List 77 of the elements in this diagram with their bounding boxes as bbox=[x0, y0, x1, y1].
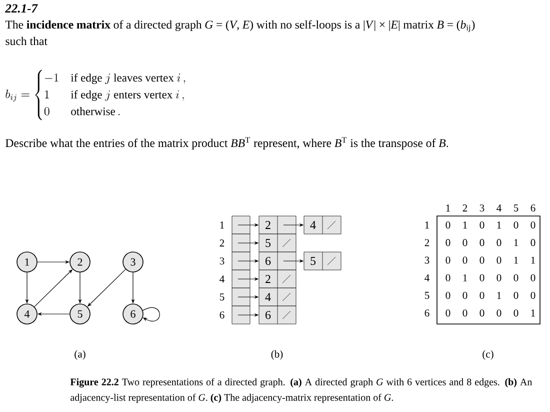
array-cell bbox=[232, 288, 250, 306]
matrix-cell: 0 bbox=[462, 309, 468, 317]
matrix-cell: 1 bbox=[514, 239, 518, 246]
matrix-cell: 0 bbox=[446, 309, 450, 317]
matrix-cell: 0 bbox=[446, 292, 450, 299]
subfigure-label: (b) bbox=[271, 350, 283, 360]
row-number: 2 bbox=[424, 239, 430, 246]
matrix-cell: 1 bbox=[497, 222, 501, 228]
matrix-cell: 0 bbox=[514, 221, 518, 229]
row-number: 5 bbox=[220, 294, 224, 300]
list-element: 6 bbox=[258, 306, 296, 324]
matrix-cell: 0 bbox=[530, 274, 536, 282]
matrix-cell: 0 bbox=[480, 292, 484, 299]
subfigure-label: (c) bbox=[482, 350, 494, 360]
column-number: 1 bbox=[446, 204, 450, 212]
row-number: 2 bbox=[220, 240, 224, 246]
matrix-cell: 1 bbox=[531, 256, 535, 264]
array-cell bbox=[232, 216, 250, 234]
matrix-cell: 0 bbox=[446, 221, 450, 229]
row-number: 3 bbox=[424, 256, 430, 264]
row-number: 5 bbox=[424, 292, 430, 299]
array-cell bbox=[232, 270, 250, 288]
matrix-cell: 0 bbox=[462, 256, 468, 264]
matrix-cell: 0 bbox=[496, 309, 502, 317]
matrix-cell: 0 bbox=[496, 274, 502, 282]
column-number: 6 bbox=[530, 204, 536, 212]
matrix-cell: 0 bbox=[514, 292, 518, 299]
matrix-cell: 0 bbox=[480, 221, 484, 229]
row-number: 3 bbox=[220, 257, 224, 265]
list-element: 4 bbox=[304, 216, 342, 234]
matrix-cell: 1 bbox=[497, 292, 501, 299]
matrix-cell: 0 bbox=[446, 256, 450, 264]
matrix-cell: 0 bbox=[480, 239, 484, 246]
array-cell bbox=[232, 252, 250, 270]
list-element: 5 bbox=[258, 234, 296, 252]
list-element: 5 bbox=[304, 252, 342, 270]
matrix-cell: 0 bbox=[480, 256, 484, 264]
row-number: 1 bbox=[425, 222, 429, 228]
matrix-cell: 0 bbox=[446, 274, 450, 282]
matrix-cell: 0 bbox=[480, 274, 484, 282]
row-number: 6 bbox=[424, 309, 430, 317]
matrix-cell: 0 bbox=[530, 239, 536, 246]
column-number: 2 bbox=[462, 204, 468, 212]
matrix-cell: 1 bbox=[463, 222, 467, 228]
matrix-cell: 0 bbox=[530, 221, 536, 229]
list-element: 4 bbox=[258, 288, 296, 306]
matrix-cell: 0 bbox=[496, 239, 502, 246]
exercise-number: 22.1-7 bbox=[5, 4, 38, 13]
figure-caption: Figure 22.2 Two representations of a directed graph. (a) A directed graph G with 6 vertices and 8 edges. (b) An adjacency-list representation of G. (c) The adjacency-matrix representation of G. bbox=[70, 378, 532, 403]
matrix-cell: 0 bbox=[514, 309, 518, 317]
row-number: 4 bbox=[424, 274, 430, 282]
column-number: 5 bbox=[514, 204, 518, 212]
matrix-cell: 0 bbox=[462, 239, 468, 246]
list-element: 6 bbox=[258, 252, 296, 270]
matrix-cell: 0 bbox=[446, 239, 450, 246]
matrix-cell: 0 bbox=[514, 274, 518, 282]
paragraph: The incidence matrix of a directed graph G = (V, E) with no self-loops is a |V| × |E| matrix B = (b$_{ij}$) such that bbox=[5, 20, 475, 46]
list-element: 2 bbox=[258, 216, 296, 234]
subfigure-label: (a) bbox=[74, 350, 86, 360]
list-element: 2 bbox=[258, 270, 296, 288]
matrix-cell: 1 bbox=[463, 274, 467, 282]
row-number: 4 bbox=[220, 276, 224, 282]
matrix-cell: 0 bbox=[480, 309, 484, 317]
paragraph: Describe what the entries of the matrix product BB$^{T}$ represent, where B$^{T}$ is the transpose of B. bbox=[6, 137, 448, 150]
formula: $b_{ij} = \begin{cases} -1 & \text{if edge } j \text{ leaves vertex } i\,, \\ 1 & \text{if edge } j \text{ enters vertex } i\,, \\ 0 & \text{otherwise}\,. \end{cases}$ bbox=[6, 70, 186, 120]
matrix-cell: 1 bbox=[531, 310, 535, 316]
arrow bbox=[142, 307, 160, 322]
matrix-cell: 0 bbox=[496, 256, 502, 264]
column-number: 4 bbox=[496, 204, 502, 212]
matrix-cell: 0 bbox=[462, 292, 468, 299]
row-number: 1 bbox=[220, 222, 224, 228]
array-cell bbox=[232, 234, 250, 252]
matrix-cell: 1 bbox=[514, 256, 518, 264]
matrix-cell: 0 bbox=[530, 292, 536, 299]
row-number: 6 bbox=[220, 311, 224, 319]
array-cell bbox=[232, 306, 250, 324]
column-number: 3 bbox=[480, 204, 484, 212]
